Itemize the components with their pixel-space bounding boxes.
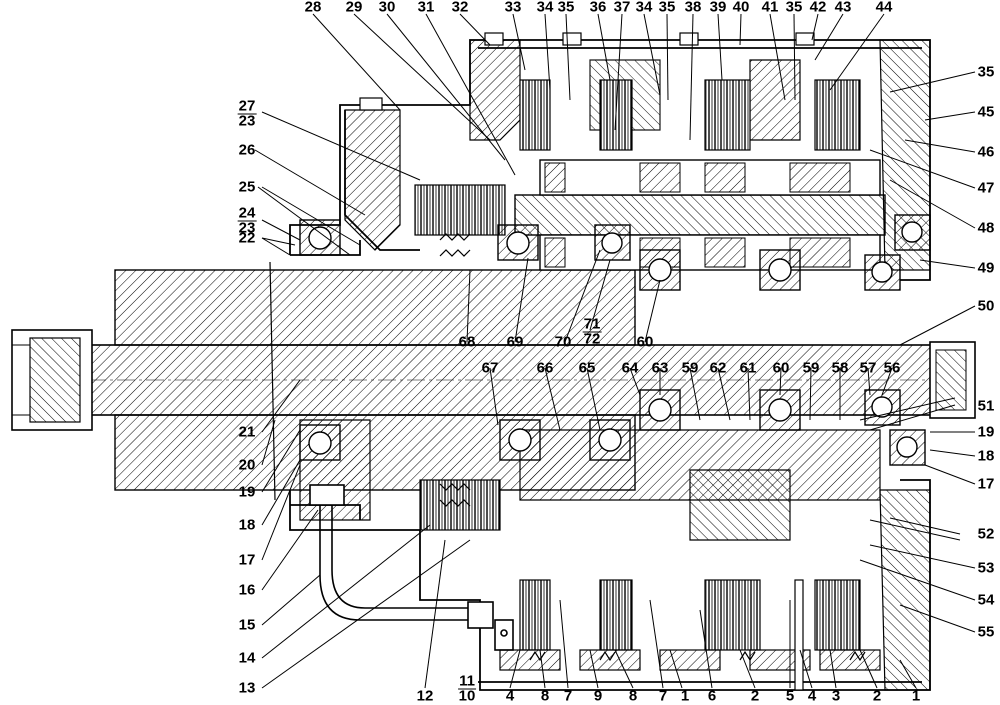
callout-label: 20 bbox=[238, 456, 256, 474]
callout-label: 47 bbox=[977, 179, 995, 197]
callout-label: 34 bbox=[536, 0, 554, 16]
callout-label: 26 bbox=[238, 141, 256, 159]
callout-label: 30 bbox=[378, 0, 396, 16]
callout-label: 69 bbox=[506, 333, 524, 351]
bottom-bosses bbox=[499, 579, 881, 691]
callout-label: 60 bbox=[636, 333, 654, 351]
callout-label: 17 bbox=[977, 475, 995, 493]
callout-label: 59 bbox=[802, 359, 820, 377]
callout-label: 12 bbox=[416, 687, 434, 705]
callout-label: 5 bbox=[785, 687, 795, 705]
callout-label: 39 bbox=[709, 0, 727, 16]
callout-label: 45 bbox=[977, 103, 995, 121]
callout-label: 44 bbox=[875, 0, 893, 16]
callout-label: 16 bbox=[238, 581, 256, 599]
callout-label: 65 bbox=[578, 359, 596, 377]
callout-label: 35 bbox=[557, 0, 575, 16]
countershaft-upper bbox=[514, 159, 886, 271]
callout-label: 2 bbox=[872, 687, 882, 705]
callout-label: 22 bbox=[238, 229, 256, 247]
leader-lines bbox=[254, 13, 976, 689]
callout-label: 32 bbox=[451, 0, 469, 16]
callout-label: 7 bbox=[563, 687, 573, 705]
callout-label: 1 bbox=[911, 687, 921, 705]
callout-label: 7 bbox=[658, 687, 668, 705]
callout-label: 43 bbox=[834, 0, 852, 16]
callout-label: 25 bbox=[238, 178, 256, 196]
callout-label: 57 bbox=[859, 359, 877, 377]
callout-label: 38 bbox=[684, 0, 702, 16]
callout-label: 54 bbox=[977, 591, 995, 609]
callout-label: 42 bbox=[809, 0, 827, 16]
callout-label: 4 bbox=[807, 687, 817, 705]
callout-label: 37 bbox=[613, 0, 631, 16]
callout-label: 70 bbox=[554, 333, 572, 351]
callout-label: 64 bbox=[621, 359, 639, 377]
callout-label: 3 bbox=[831, 687, 841, 705]
callout-label: 35 bbox=[658, 0, 676, 16]
callout-label: 18 bbox=[977, 447, 995, 465]
callout-label: 35 bbox=[977, 63, 995, 81]
callout-label: 14 bbox=[238, 649, 256, 667]
callout-label: 28 bbox=[304, 0, 322, 16]
callout-label: 62 bbox=[709, 359, 727, 377]
callout-label: 34 bbox=[635, 0, 653, 16]
callout-label: 51 bbox=[977, 397, 995, 415]
callout-label: 56 bbox=[883, 359, 901, 377]
callout-label: 31 bbox=[417, 0, 435, 16]
callout-label: 29 bbox=[345, 0, 363, 16]
callout-label: 46 bbox=[977, 143, 995, 161]
callout-label: 19 bbox=[238, 483, 256, 501]
callout-label: 63 bbox=[651, 359, 669, 377]
callout-label: 60 bbox=[772, 359, 790, 377]
callout-label: 41 bbox=[761, 0, 779, 16]
main-shaft bbox=[11, 261, 976, 501]
callout-label: 49 bbox=[977, 259, 995, 277]
clutch-packs-lower bbox=[419, 479, 861, 651]
callout-label: 67 bbox=[481, 359, 499, 377]
callout-label: 8 bbox=[540, 687, 550, 705]
callout-label: 17 bbox=[238, 551, 256, 569]
callout-label: 1 bbox=[680, 687, 690, 705]
callout-label: 36 bbox=[589, 0, 607, 16]
callout-label: 2 bbox=[750, 687, 760, 705]
callout-label: 59 bbox=[681, 359, 699, 377]
callout-label: 61 bbox=[739, 359, 757, 377]
callout-label: 48 bbox=[977, 219, 995, 237]
callout-label: 19 bbox=[977, 423, 995, 441]
bearings bbox=[299, 214, 931, 466]
clutch-packs-upper bbox=[414, 79, 861, 236]
callout-label: 50 bbox=[977, 297, 995, 315]
callout-label: 53 bbox=[977, 559, 995, 577]
callout-label: 40 bbox=[732, 0, 750, 16]
callout-label: 33 bbox=[504, 0, 522, 16]
callout-label: 55 bbox=[977, 623, 995, 641]
callout-label: 15 bbox=[238, 616, 256, 634]
callout-label: 8 bbox=[628, 687, 638, 705]
callout-label: 9 bbox=[593, 687, 603, 705]
callout-label: 52 bbox=[977, 525, 995, 543]
callout-label: 4 bbox=[505, 687, 515, 705]
callout-label: 58 bbox=[831, 359, 849, 377]
callout-label: 18 bbox=[238, 516, 256, 534]
callout-label: 66 bbox=[536, 359, 554, 377]
callout-label: 21 bbox=[238, 423, 256, 441]
callout-label: 68 bbox=[458, 333, 476, 351]
callout-label: 6 bbox=[707, 687, 717, 705]
callout-label: 35 bbox=[785, 0, 803, 16]
oil-pipe bbox=[309, 484, 514, 651]
callout-label: 13 bbox=[238, 679, 256, 697]
